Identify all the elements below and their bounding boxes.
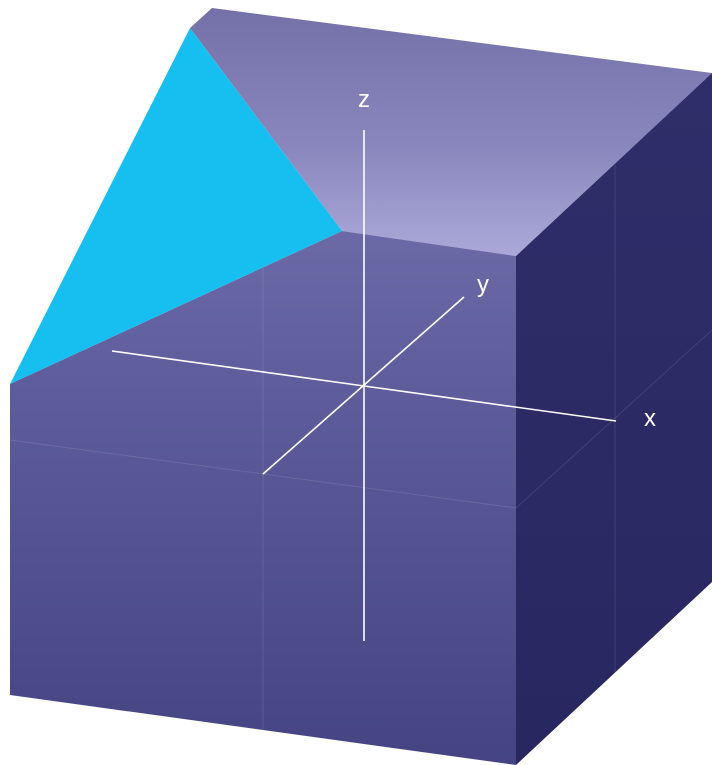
x-axis-label: x xyxy=(644,405,656,432)
top-face xyxy=(190,8,712,256)
y-axis-line xyxy=(262,296,465,475)
front-face xyxy=(10,231,516,765)
right-seam-diagonal xyxy=(515,329,712,509)
cut-face xyxy=(10,28,342,384)
axes xyxy=(111,130,617,641)
y-axis-label: y xyxy=(477,271,489,298)
right-face xyxy=(516,73,712,765)
z-axis-label: z xyxy=(358,86,370,113)
